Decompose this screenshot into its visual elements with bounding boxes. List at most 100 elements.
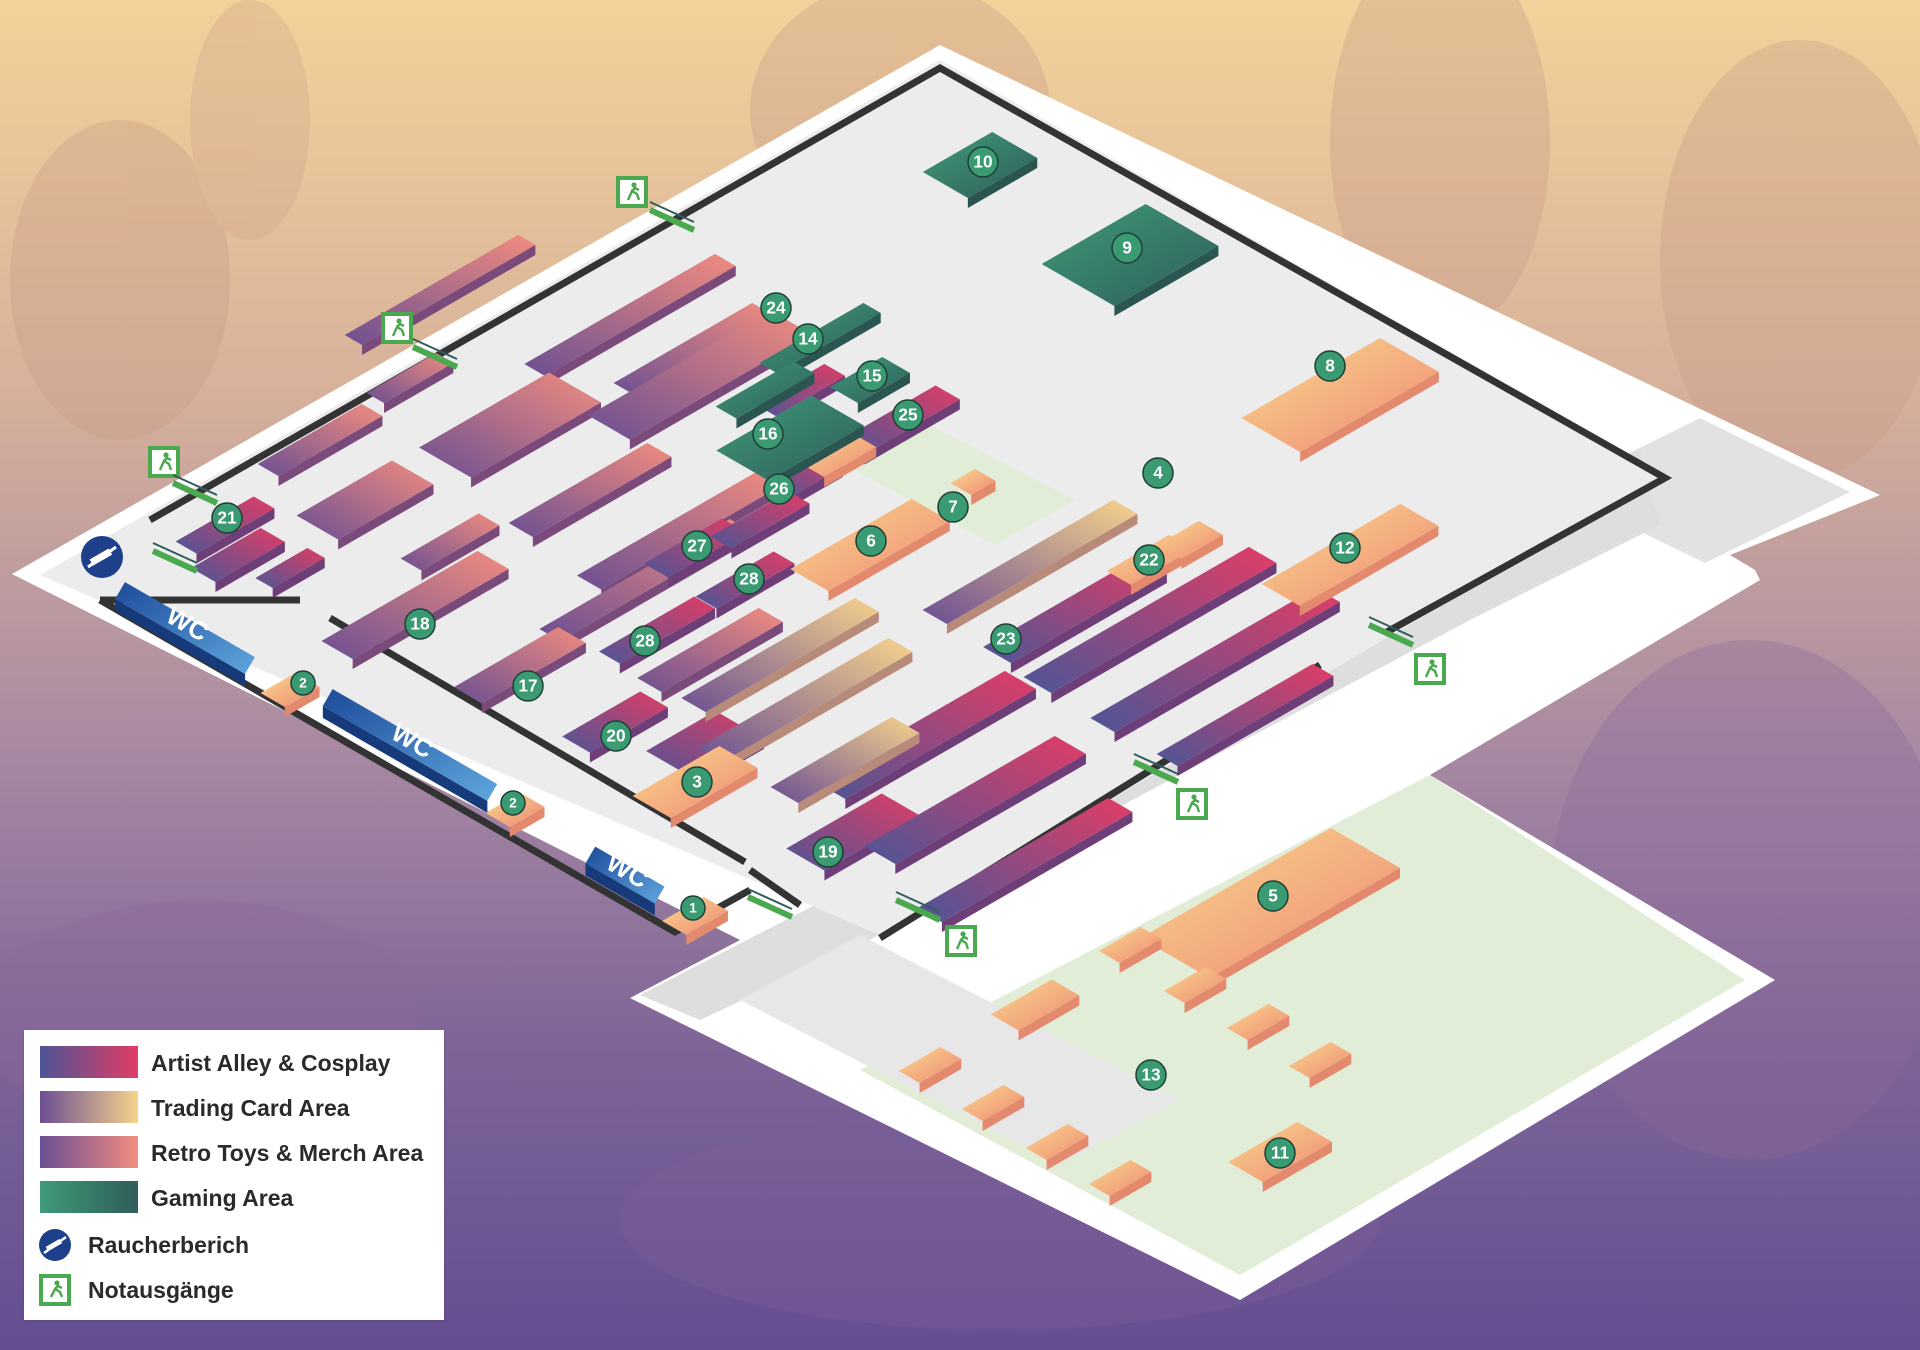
retro-toys-swatch [40,1136,138,1168]
booth-number: 18 [410,614,430,634]
booth-badge-7[interactable]: 7 [937,491,969,523]
booth-block-55[interactable] [1226,1004,1290,1050]
booth-block-58[interactable] [898,1047,962,1093]
booth-number: 25 [898,405,918,425]
booth-number: 23 [996,629,1015,649]
booth-badge-15[interactable]: 15 [856,360,888,392]
booth-block-53[interactable] [1098,927,1162,973]
booth-block-46[interactable] [799,433,877,487]
booth-number: 19 [818,842,837,862]
booth-block-5[interactable] [419,372,601,488]
booth-block-11[interactable] [637,608,783,702]
booth-badge-14[interactable]: 14 [792,323,824,355]
booth-number: 13 [1141,1065,1160,1085]
booth-block-26[interactable] [864,736,1086,874]
booth-badge-23[interactable]: 23 [990,623,1022,655]
booth-number: 2 [509,796,517,811]
booth-badge-9[interactable]: 9 [1111,232,1143,264]
booth-block-60[interactable] [1025,1124,1089,1170]
booth-number: 15 [862,366,882,386]
booth-block-31[interactable] [1156,664,1334,776]
emergency-exit-icon [148,446,180,478]
booth-badge-25[interactable]: 25 [892,399,924,431]
emergency-exits-layer [148,176,1446,957]
booth-badge-10[interactable]: 10 [967,146,999,178]
legend-item-artist-alley: Artist Alley & Cosplay [24,1044,444,1080]
legend-item-exits: Notausgänge [24,1271,444,1307]
booth-block-7[interactable] [508,443,672,547]
smoking-area-icon [81,536,123,578]
booth-badge-28[interactable]: 28 [733,563,765,595]
booth-block-61[interactable] [1088,1160,1152,1206]
booth-badge-27[interactable]: 27 [681,530,713,562]
booth-block-39[interactable] [770,717,920,813]
booth-block-59[interactable] [961,1085,1025,1131]
booth-block-22[interactable] [598,596,716,674]
exit-door-7 [151,542,199,574]
booth-block-38[interactable] [697,638,913,772]
booth-block-42[interactable] [1157,521,1223,569]
booth-block-19[interactable] [255,548,325,598]
booth-badge-16[interactable]: 16 [752,418,784,450]
booth-badge-18[interactable]: 18 [404,608,436,640]
booth-badge-5[interactable]: 5 [1257,880,1289,912]
gaming-swatch [40,1181,138,1213]
exit-door-3 [171,474,219,506]
booth-number: 16 [758,424,777,444]
booth-badge-6[interactable]: 6 [855,525,887,557]
booth-block-37[interactable] [681,598,879,722]
booth-badge-21[interactable]: 21 [211,502,243,534]
booth-block-4[interactable] [524,254,736,386]
booth-number: 12 [1335,538,1354,558]
booth-block-66[interactable] [715,361,815,429]
booth-badge-4[interactable]: 4 [1142,457,1174,489]
booth-number: 24 [766,298,786,318]
emergency-exit-icon [381,312,413,344]
booth-badge-22[interactable]: 22 [1133,544,1165,576]
booth-badge-17[interactable]: 17 [512,670,544,702]
emergency-exit-icon [945,925,977,957]
booth-block-47[interactable] [1241,338,1439,462]
booth-badge-2[interactable]: 2 [290,670,316,696]
booth-number: 8 [1325,356,1335,376]
booth-number: 5 [1268,886,1278,906]
booth-number: 11 [1271,1143,1290,1163]
legend-item-gaming: Gaming Area [24,1179,444,1215]
exit-door-4 [1367,616,1415,648]
booth-badge-20[interactable]: 20 [600,720,632,752]
booth-badge-13[interactable]: 13 [1135,1059,1167,1091]
booth-block-8[interactable] [400,513,500,581]
booth-badge-28[interactable]: 28 [629,625,661,657]
booth-block-40[interactable] [922,500,1138,634]
exit-door-6 [894,891,942,923]
emergency-exit-icon [1176,788,1208,820]
legend-label: Notausgänge [88,1277,234,1303]
booth-block-3[interactable] [257,404,383,486]
booths-layer [175,132,1439,1206]
booth-badge-26[interactable]: 26 [763,473,795,505]
booth-block-54[interactable] [1163,967,1227,1013]
booth-badge-12[interactable]: 12 [1329,532,1361,564]
booth-block-29[interactable] [1023,547,1277,703]
booth-badge-24[interactable]: 24 [760,292,792,324]
booth-badge-2[interactable]: 2 [500,790,526,816]
map-legend: Artist Alley & Cosplay Trading Card Area… [24,1030,444,1320]
booth-number: 26 [769,479,788,499]
booth-badge-3[interactable]: 3 [681,766,713,798]
booth-badge-1[interactable]: 1 [680,895,706,921]
booth-block-56[interactable] [1288,1042,1352,1088]
booth-block-27[interactable] [917,798,1133,932]
booth-block-45[interactable] [950,469,996,505]
legend-item-trading-card: Trading Card Area [24,1089,444,1125]
booth-number: 9 [1122,238,1132,258]
booth-badge-11[interactable]: 11 [1264,1137,1296,1169]
booth-number: 6 [866,531,876,551]
booth-block-69[interactable] [191,528,285,592]
booth-block-57[interactable] [990,979,1080,1041]
booth-badge-8[interactable]: 8 [1314,350,1346,382]
booth-block-68[interactable] [716,395,864,491]
booth-block-6[interactable] [296,460,434,550]
booth-block-36[interactable] [710,491,810,559]
booth-badge-19[interactable]: 19 [812,836,844,868]
